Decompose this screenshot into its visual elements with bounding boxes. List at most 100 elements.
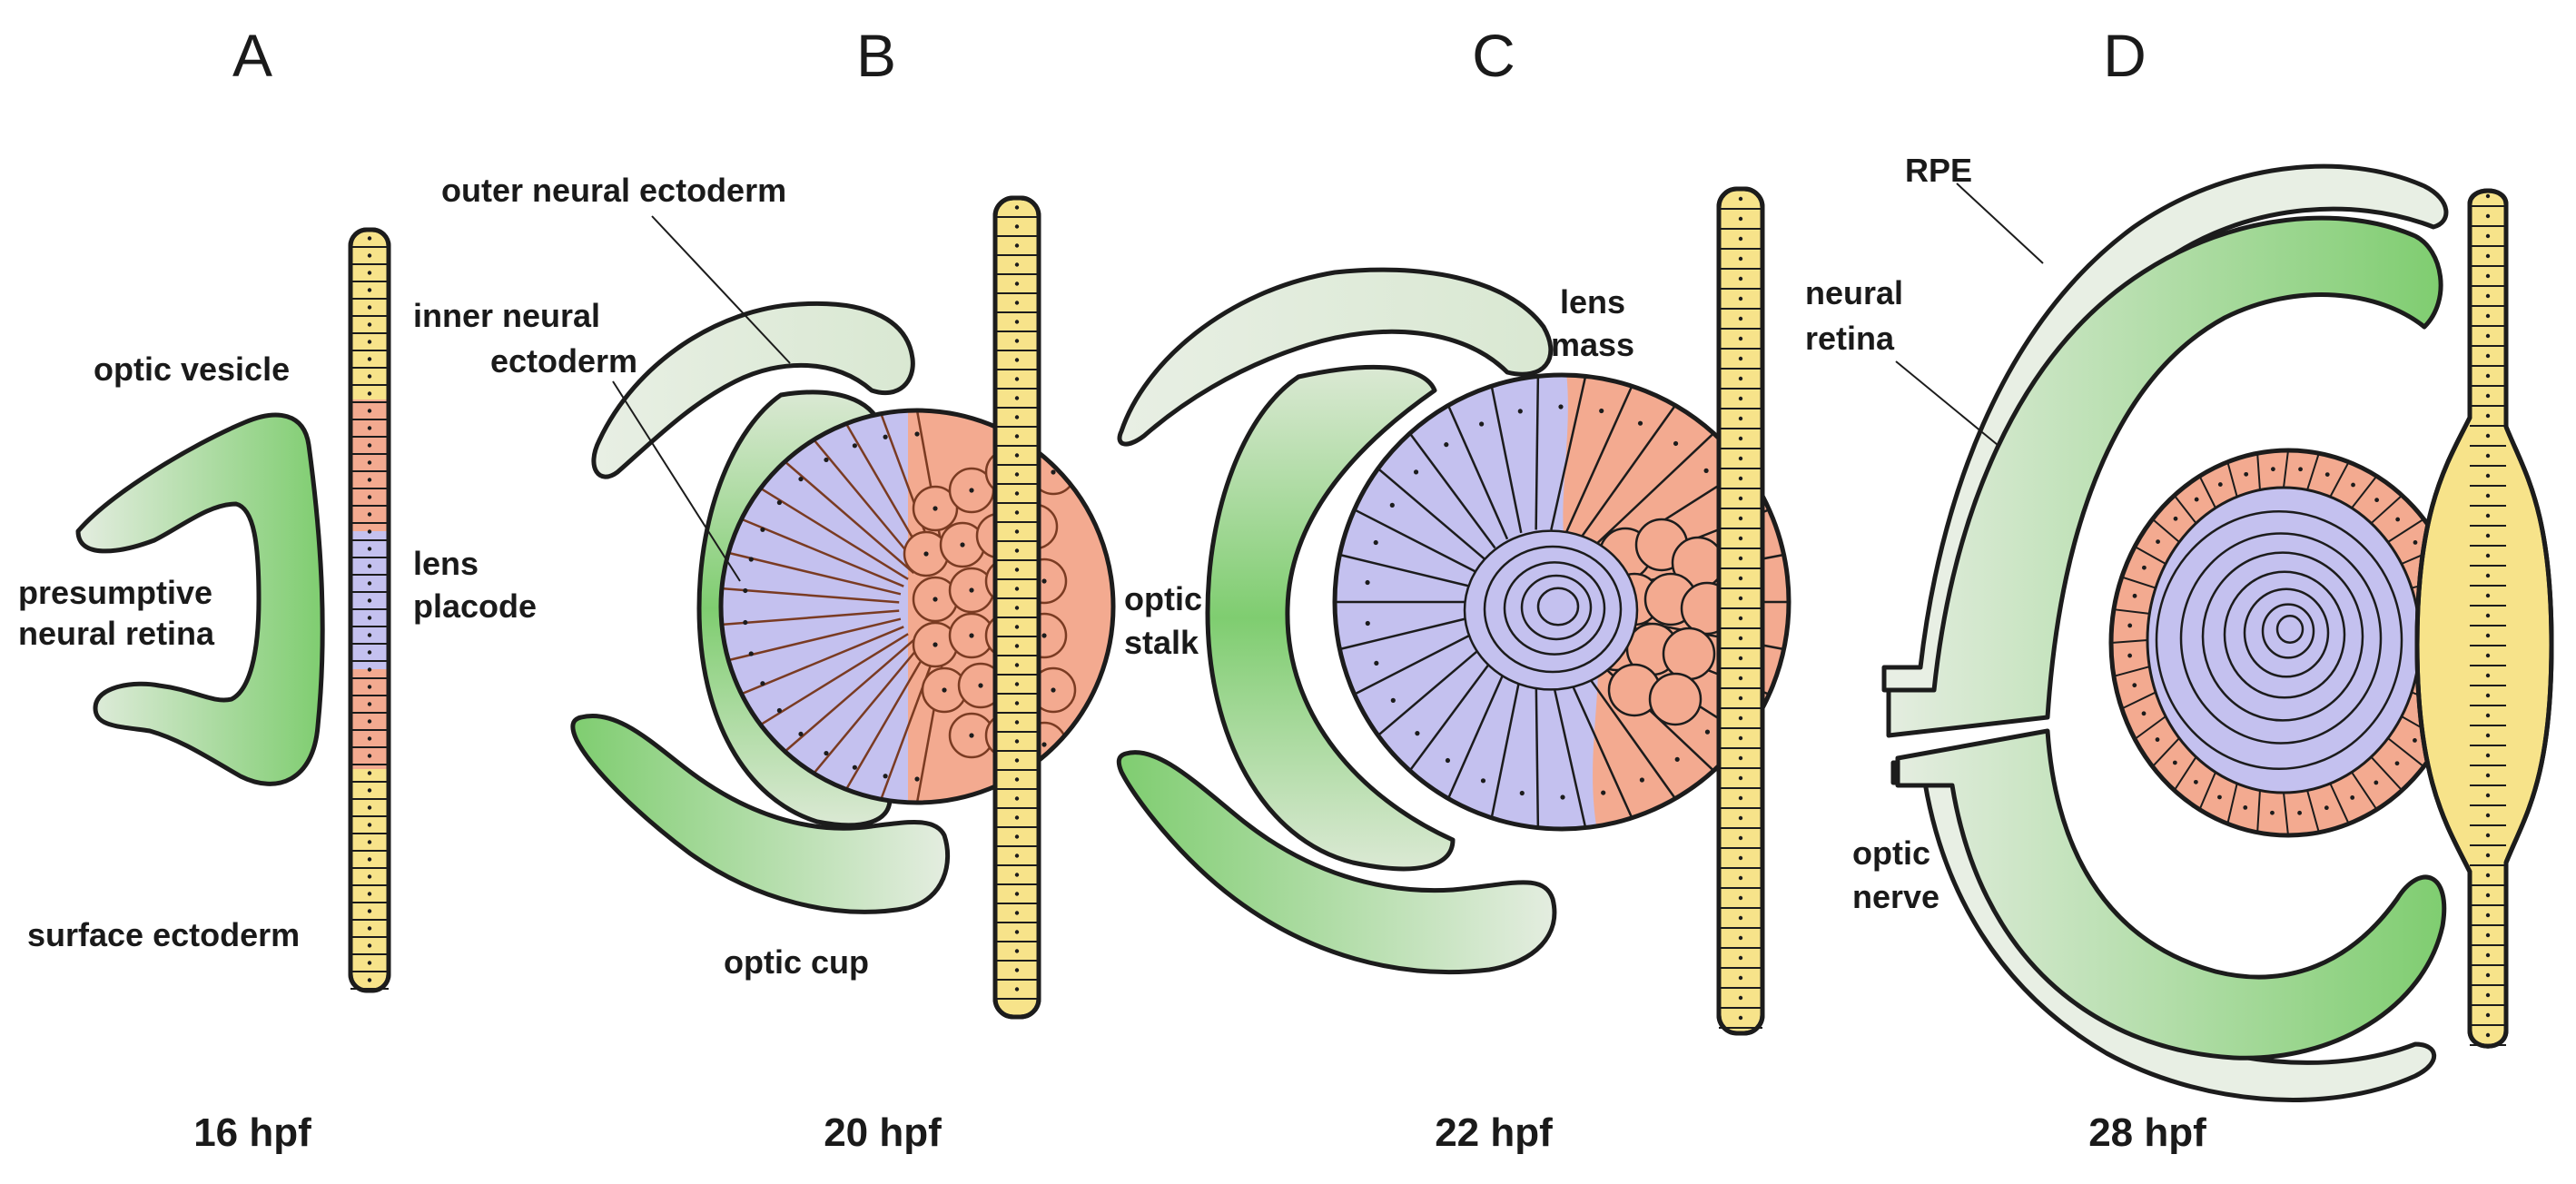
cell-nucleus: [1014, 262, 1020, 267]
cell-nucleus: [2141, 711, 2147, 716]
cell-nucleus: [1738, 835, 1743, 841]
label-optic-c: optic: [1124, 580, 1202, 617]
cell-nucleus: [1014, 567, 1020, 572]
label-neural-d: neural: [1805, 274, 1903, 311]
cell-nucleus: [1014, 434, 1020, 439]
epithelial-cell-border: [2173, 494, 2197, 524]
cell-nucleus: [1014, 301, 1020, 305]
lens-fiber: [759, 633, 909, 726]
cell-nucleus: [367, 478, 372, 482]
cell-nucleus: [1738, 316, 1743, 321]
cell-nucleus: [883, 774, 888, 779]
epithelial-cell-border: [2226, 783, 2238, 824]
cell-nucleus: [1014, 548, 1020, 553]
label-lens-a: lens: [413, 545, 479, 582]
label-optic-d: optic: [1852, 834, 1930, 872]
cell-nucleus: [2485, 1032, 2491, 1038]
cell-nucleus: [367, 357, 372, 361]
cell-nucleus: [367, 322, 372, 327]
cell-nucleus: [1041, 742, 1047, 747]
epithelial-cell-border: [2134, 715, 2166, 740]
cell-nucleus: [2194, 497, 2199, 502]
cell-nucleus: [1738, 636, 1743, 641]
cell-nucleus: [1738, 795, 1743, 801]
cell-nucleus: [1390, 697, 1396, 703]
cell-nucleus: [367, 495, 372, 499]
cell-nucleus: [1738, 715, 1743, 721]
surface-ectoderm-strip: [348, 227, 391, 993]
cell-nucleus: [1014, 625, 1020, 629]
epithelial-cell-border: [2351, 475, 2378, 509]
lens-fiber: [813, 439, 922, 569]
label-mass: mass: [1551, 326, 1634, 363]
cell-nucleus: [1389, 502, 1395, 508]
cell-nucleus: [1738, 516, 1743, 521]
cell-nucleus: [367, 581, 372, 586]
cell-nucleus: [798, 476, 804, 482]
cell-nucleus: [367, 754, 372, 758]
epithelial-cell-border: [2387, 518, 2424, 543]
cell-nucleus: [969, 633, 974, 638]
cell-nucleus: [743, 587, 748, 594]
epithelial-cell-border: [2113, 666, 2150, 677]
cell-nucleus: [2485, 193, 2491, 199]
cell-nucleus: [2485, 233, 2491, 239]
cell-nucleus: [1014, 739, 1020, 744]
cell-nucleus: [1738, 895, 1743, 901]
cell-nucleus: [1738, 336, 1743, 341]
cell-nucleus: [2297, 810, 2303, 815]
lens-fiber: [1339, 553, 1474, 588]
cell-nucleus: [1014, 644, 1020, 648]
cell-nucleus: [824, 457, 829, 463]
cell-nucleus: [367, 529, 372, 534]
cell-nucleus: [1738, 975, 1743, 981]
lens-fiber: [1446, 404, 1509, 540]
cell-nucleus: [1014, 796, 1020, 801]
cell-nucleus: [2485, 273, 2491, 279]
cell-nucleus: [2132, 593, 2137, 598]
cell-nucleus: [2485, 333, 2491, 339]
cell-nucleus: [2155, 737, 2160, 742]
cell-nucleus: [1014, 529, 1020, 534]
cell-nucleus: [933, 506, 938, 511]
cell-nucleus: [883, 434, 888, 439]
cell-nucleus: [1014, 587, 1020, 591]
cell-nucleus: [1703, 468, 1709, 473]
lens-fiber: [1354, 508, 1478, 574]
epithelial-cell-border: [2306, 452, 2320, 490]
cell-nucleus: [1444, 442, 1449, 448]
cell-nucleus: [1738, 735, 1743, 741]
lens-whorl: [1463, 529, 1639, 691]
cell-nucleus: [2324, 472, 2330, 478]
cell-nucleus: [2485, 673, 2491, 678]
time-label-a: 16 hpf: [193, 1110, 311, 1155]
cell-nucleus: [2485, 853, 2491, 858]
cell-nucleus: [1014, 453, 1020, 458]
cell-nucleus: [1738, 416, 1743, 421]
cell-nucleus: [2485, 693, 2491, 698]
cell-nucleus: [1704, 729, 1711, 735]
epithelial-cell-border: [2134, 546, 2166, 565]
cell-nucleus: [1479, 421, 1485, 427]
lens-fiber: [784, 639, 915, 753]
cell-nucleus: [1560, 794, 1565, 800]
cell-nucleus: [1738, 1015, 1743, 1021]
cell-nucleus: [1415, 731, 1420, 736]
panel-a: optic vesicle presumptive neural retina …: [18, 22, 537, 1155]
leader-neural-retina: [1895, 360, 1999, 446]
label-ectoderm: ectoderm: [490, 342, 637, 380]
epithelial-cell-border: [2329, 783, 2350, 824]
lens-fiber: [1578, 664, 1677, 800]
cell-nucleus: [1041, 578, 1047, 584]
epithelial-cell-border: [2198, 475, 2216, 508]
cell-nucleus: [2485, 713, 2491, 718]
cell-nucleus: [1373, 539, 1378, 546]
cell-nucleus: [367, 685, 372, 689]
neural-retina-upper: [1886, 215, 2443, 738]
cell-nucleus: [2244, 471, 2249, 477]
cell-nucleus: [2270, 810, 2275, 815]
lens-fiber: [1578, 404, 1677, 540]
lens-fiber: [844, 647, 930, 791]
cell-nucleus: [760, 681, 765, 686]
cell-nucleus: [2485, 913, 2491, 918]
